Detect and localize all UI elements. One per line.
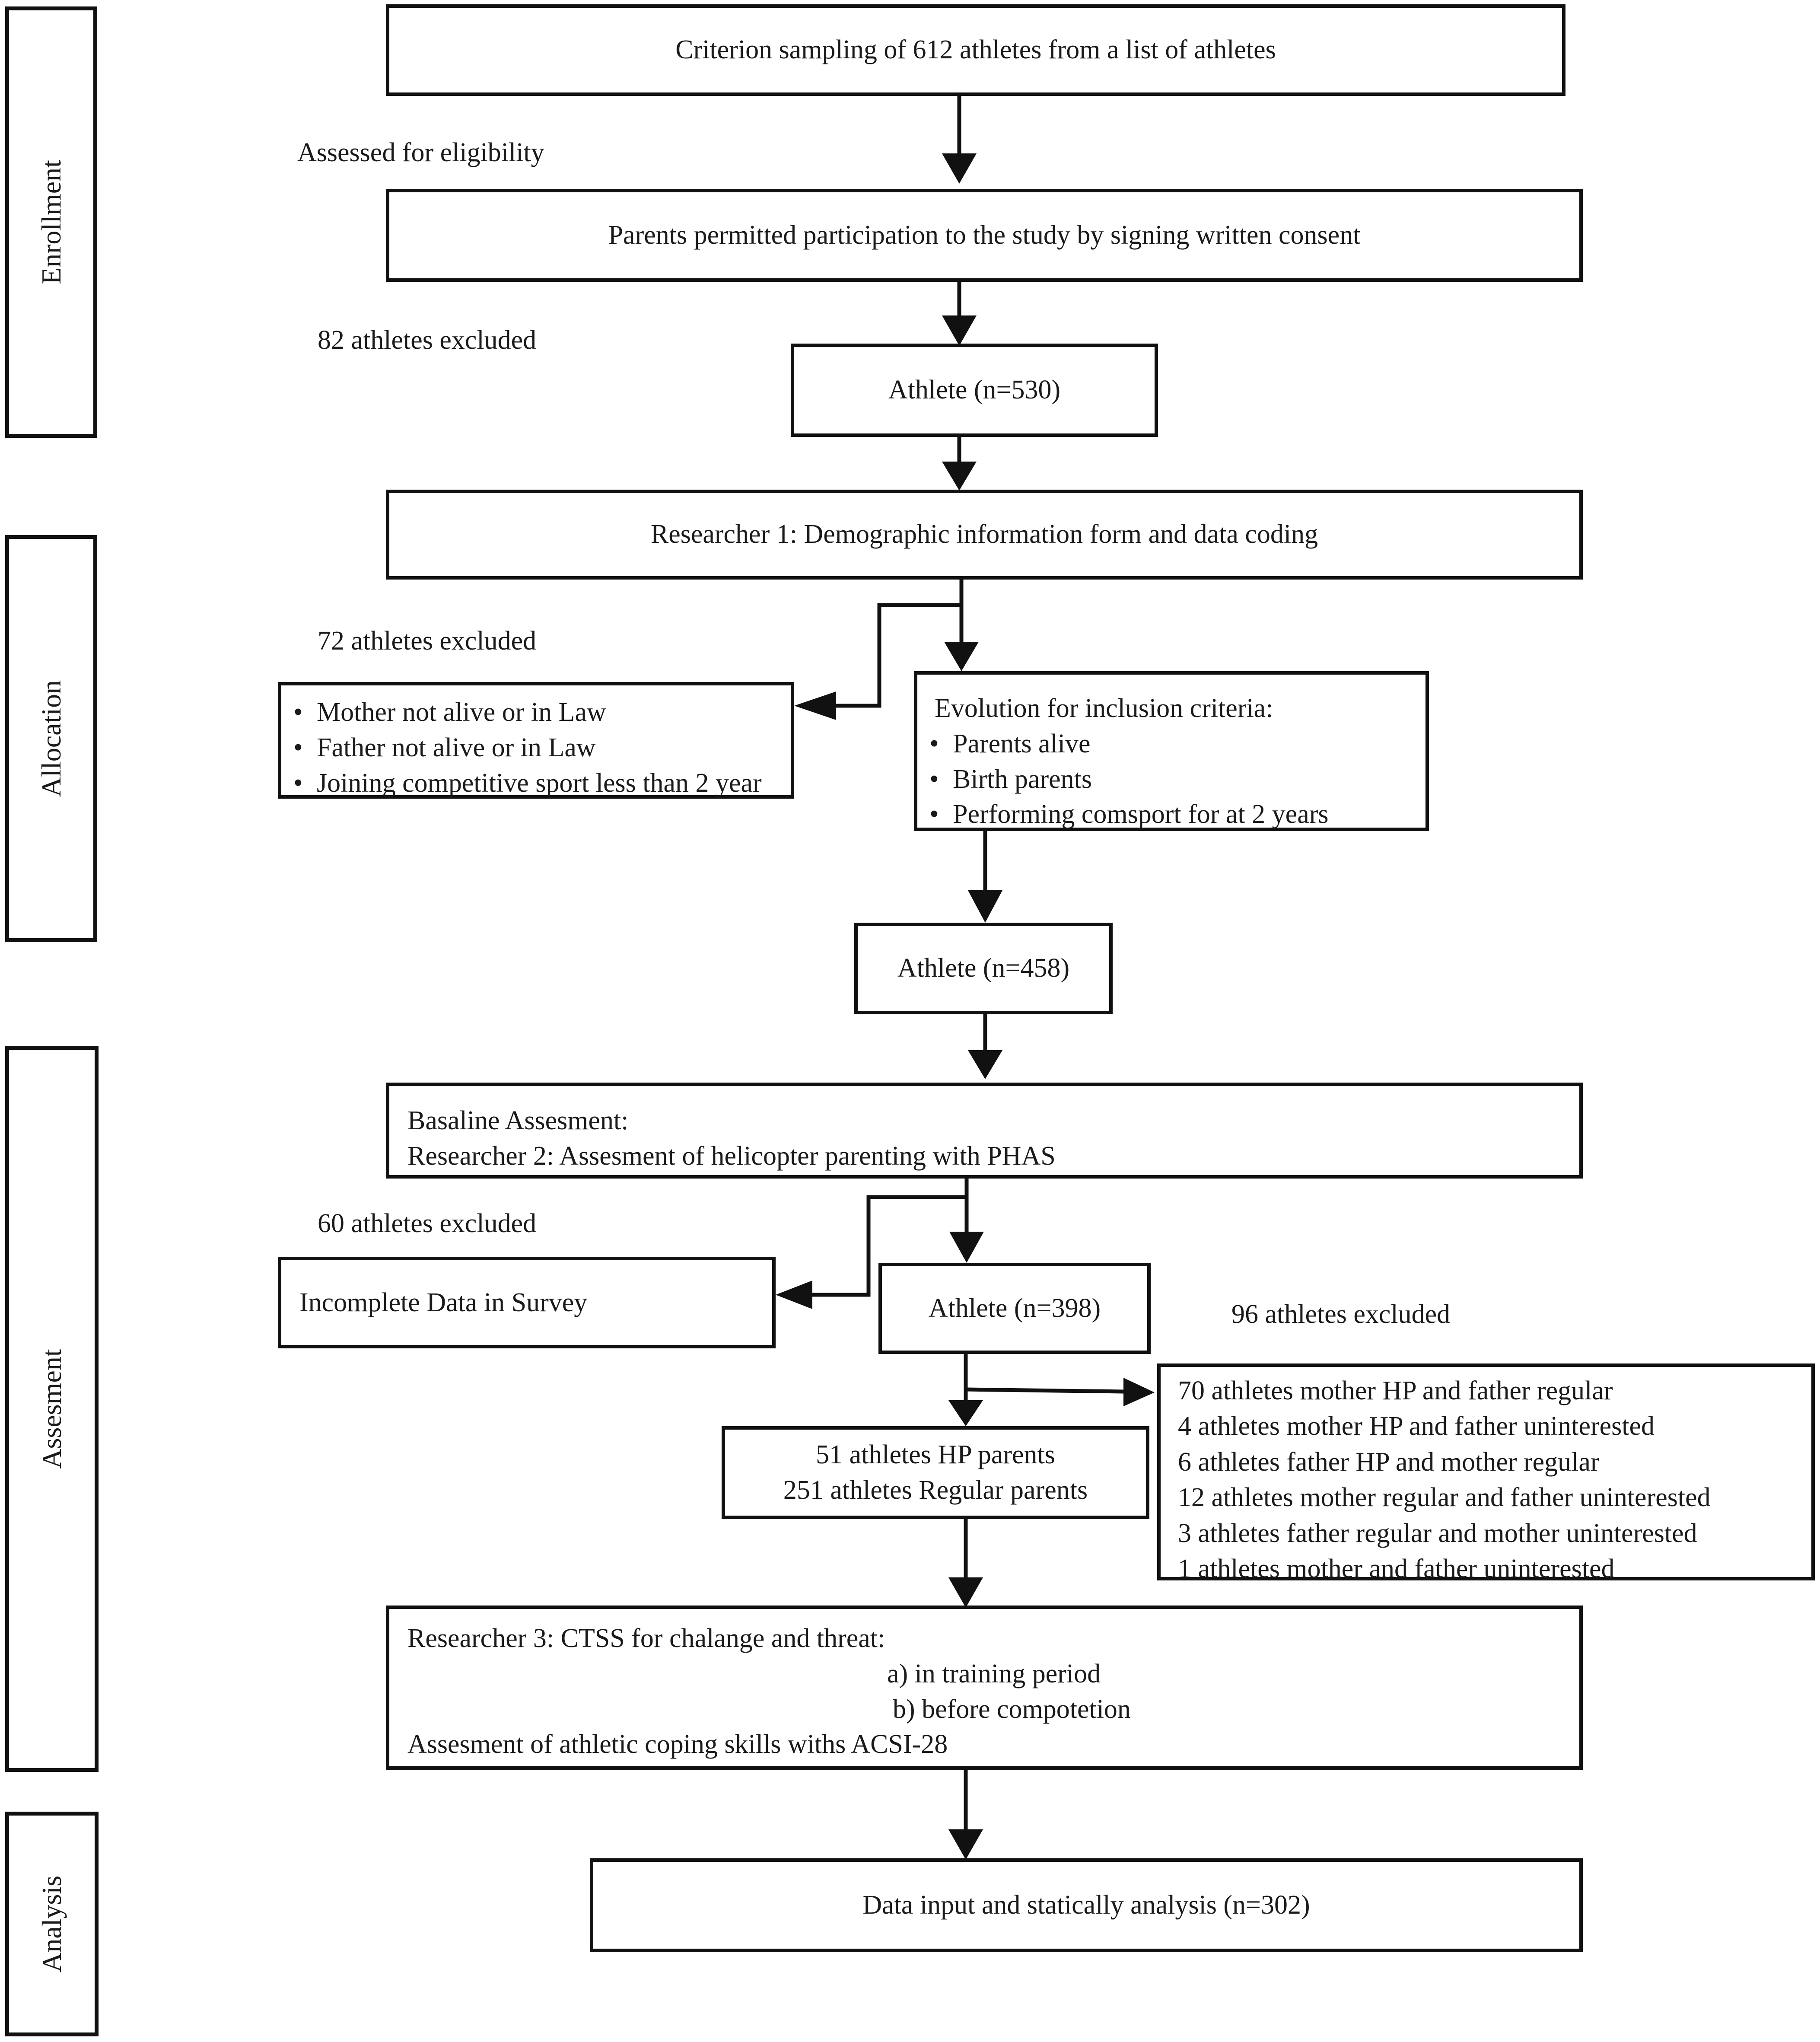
box-researcher-1: Researcher 1: Demographic information fo…	[386, 490, 1583, 580]
arrowhead	[942, 462, 977, 491]
inclusion-title: Evolution for inclusion criteria:	[935, 694, 1273, 723]
exclusion-96-item: 6 athletes father HP and mother regular	[1178, 1447, 1600, 1477]
label-82-excluded: 82 athletes excluded	[318, 325, 537, 355]
box-athlete-458: Athlete (n=458)	[854, 923, 1113, 1014]
phase-analysis-label: Analysis	[36, 1876, 67, 1972]
box-parental-consent: Parents permitted participation to the s…	[386, 189, 1583, 282]
researcher3-line: Assesment of athletic coping skills with…	[407, 1730, 948, 1759]
exclusion-72-item: Joining competitive sport less than 2 ye…	[281, 766, 786, 801]
box-researcher-3: Researcher 3: CTSS for chalange and thre…	[386, 1606, 1583, 1770]
box-data-analysis: Data input and statically analysis (n=30…	[590, 1858, 1583, 1952]
box-group-counts: 51 athletes HP parents 251 athletes Regu…	[722, 1426, 1149, 1519]
phase-allocation: Allocation	[5, 535, 97, 942]
exclusion-96-item: 1 athletes mother and father unintereste…	[1178, 1554, 1615, 1584]
exclusion-96-item: 70 athletes mother HP and father regular	[1178, 1376, 1613, 1405]
exclusion-96-item: 4 athletes mother HP and father unintere…	[1178, 1411, 1655, 1441]
label-72-excluded: 72 athletes excluded	[318, 626, 537, 656]
arrowhead	[948, 1829, 983, 1860]
arrowhead	[948, 1577, 983, 1608]
arrowhead	[942, 153, 977, 184]
baseline-line: Researcher 2: Assesment of helicopter pa…	[407, 1141, 1056, 1171]
incomplete-data-text: Incomplete Data in Survey	[299, 1288, 588, 1317]
researcher3-line: Researcher 3: CTSS for chalange and thre…	[407, 1624, 885, 1653]
box-inclusion-criteria: Evolution for inclusion criteria: Parent…	[914, 671, 1429, 832]
inclusion-item: Performing comsport for at 2 years	[917, 797, 1421, 832]
box-exclusion-96: 70 athletes mother HP and father regular…	[1157, 1363, 1815, 1583]
box-exclusion-72: Mother not alive or in Law Father not al…	[278, 682, 794, 801]
box-athlete-530: Athlete (n=530)	[791, 344, 1158, 437]
arrow-398-to-exclusion96	[965, 1387, 1124, 1394]
exclusion-72-item: Mother not alive or in Law	[281, 695, 786, 730]
group-count-hp: 51 athletes HP parents	[816, 1440, 1055, 1469]
exclusion-96-item: 12 athletes mother regular and father un…	[1178, 1483, 1711, 1513]
box-incomplete-data: Incomplete Data in Survey	[278, 1257, 776, 1348]
arrowhead	[949, 1232, 984, 1263]
baseline-line: Basaline Assesment:	[407, 1106, 629, 1135]
arrowhead	[968, 890, 1002, 923]
group-count-regular: 251 athletes Regular parents	[783, 1475, 1088, 1505]
arrowhead	[968, 1050, 1002, 1079]
arrowhead	[776, 1281, 812, 1309]
researcher3-line: b) before compotetion	[893, 1694, 1131, 1724]
researcher3-line: a) in training period	[887, 1659, 1101, 1688]
box-baseline-assessment: Basaline Assesment: Researcher 2: Assesm…	[386, 1083, 1583, 1179]
arrowhead	[1123, 1378, 1155, 1406]
box-criterion-sampling: Criterion sampling of 612 athletes from …	[386, 4, 1565, 96]
inclusion-item: Parents alive	[917, 726, 1421, 762]
exclusion-96-item: 3 athletes father regular and mother uni…	[1178, 1518, 1697, 1548]
arrow-baseline-to-incomplete	[812, 1195, 967, 1297]
label-96-excluded: 96 athletes excluded	[1231, 1300, 1451, 1329]
phase-enrollment: Enrollment	[5, 6, 97, 438]
phase-analysis: Analysis	[5, 1812, 99, 2036]
phase-enrollment-label: Enrollment	[35, 160, 67, 284]
arrowhead	[944, 642, 979, 671]
phase-assessment: Assesment	[5, 1046, 99, 1772]
label-assessed-for-eligibility: Assessed for eligibility	[297, 138, 544, 167]
phase-allocation-label: Allocation	[35, 680, 67, 797]
inclusion-item: Birth parents	[917, 762, 1421, 797]
box-athlete-398: Athlete (n=398)	[878, 1263, 1151, 1354]
arrowhead	[948, 1400, 983, 1426]
arrowhead	[942, 315, 977, 346]
label-60-excluded: 60 athletes excluded	[318, 1209, 537, 1238]
arrowhead	[794, 691, 836, 720]
exclusion-72-item: Father not alive or in Law	[281, 730, 786, 766]
phase-assessment-label: Assesment	[36, 1349, 67, 1469]
arrow-researcher1-to-exclusion72	[836, 603, 961, 708]
